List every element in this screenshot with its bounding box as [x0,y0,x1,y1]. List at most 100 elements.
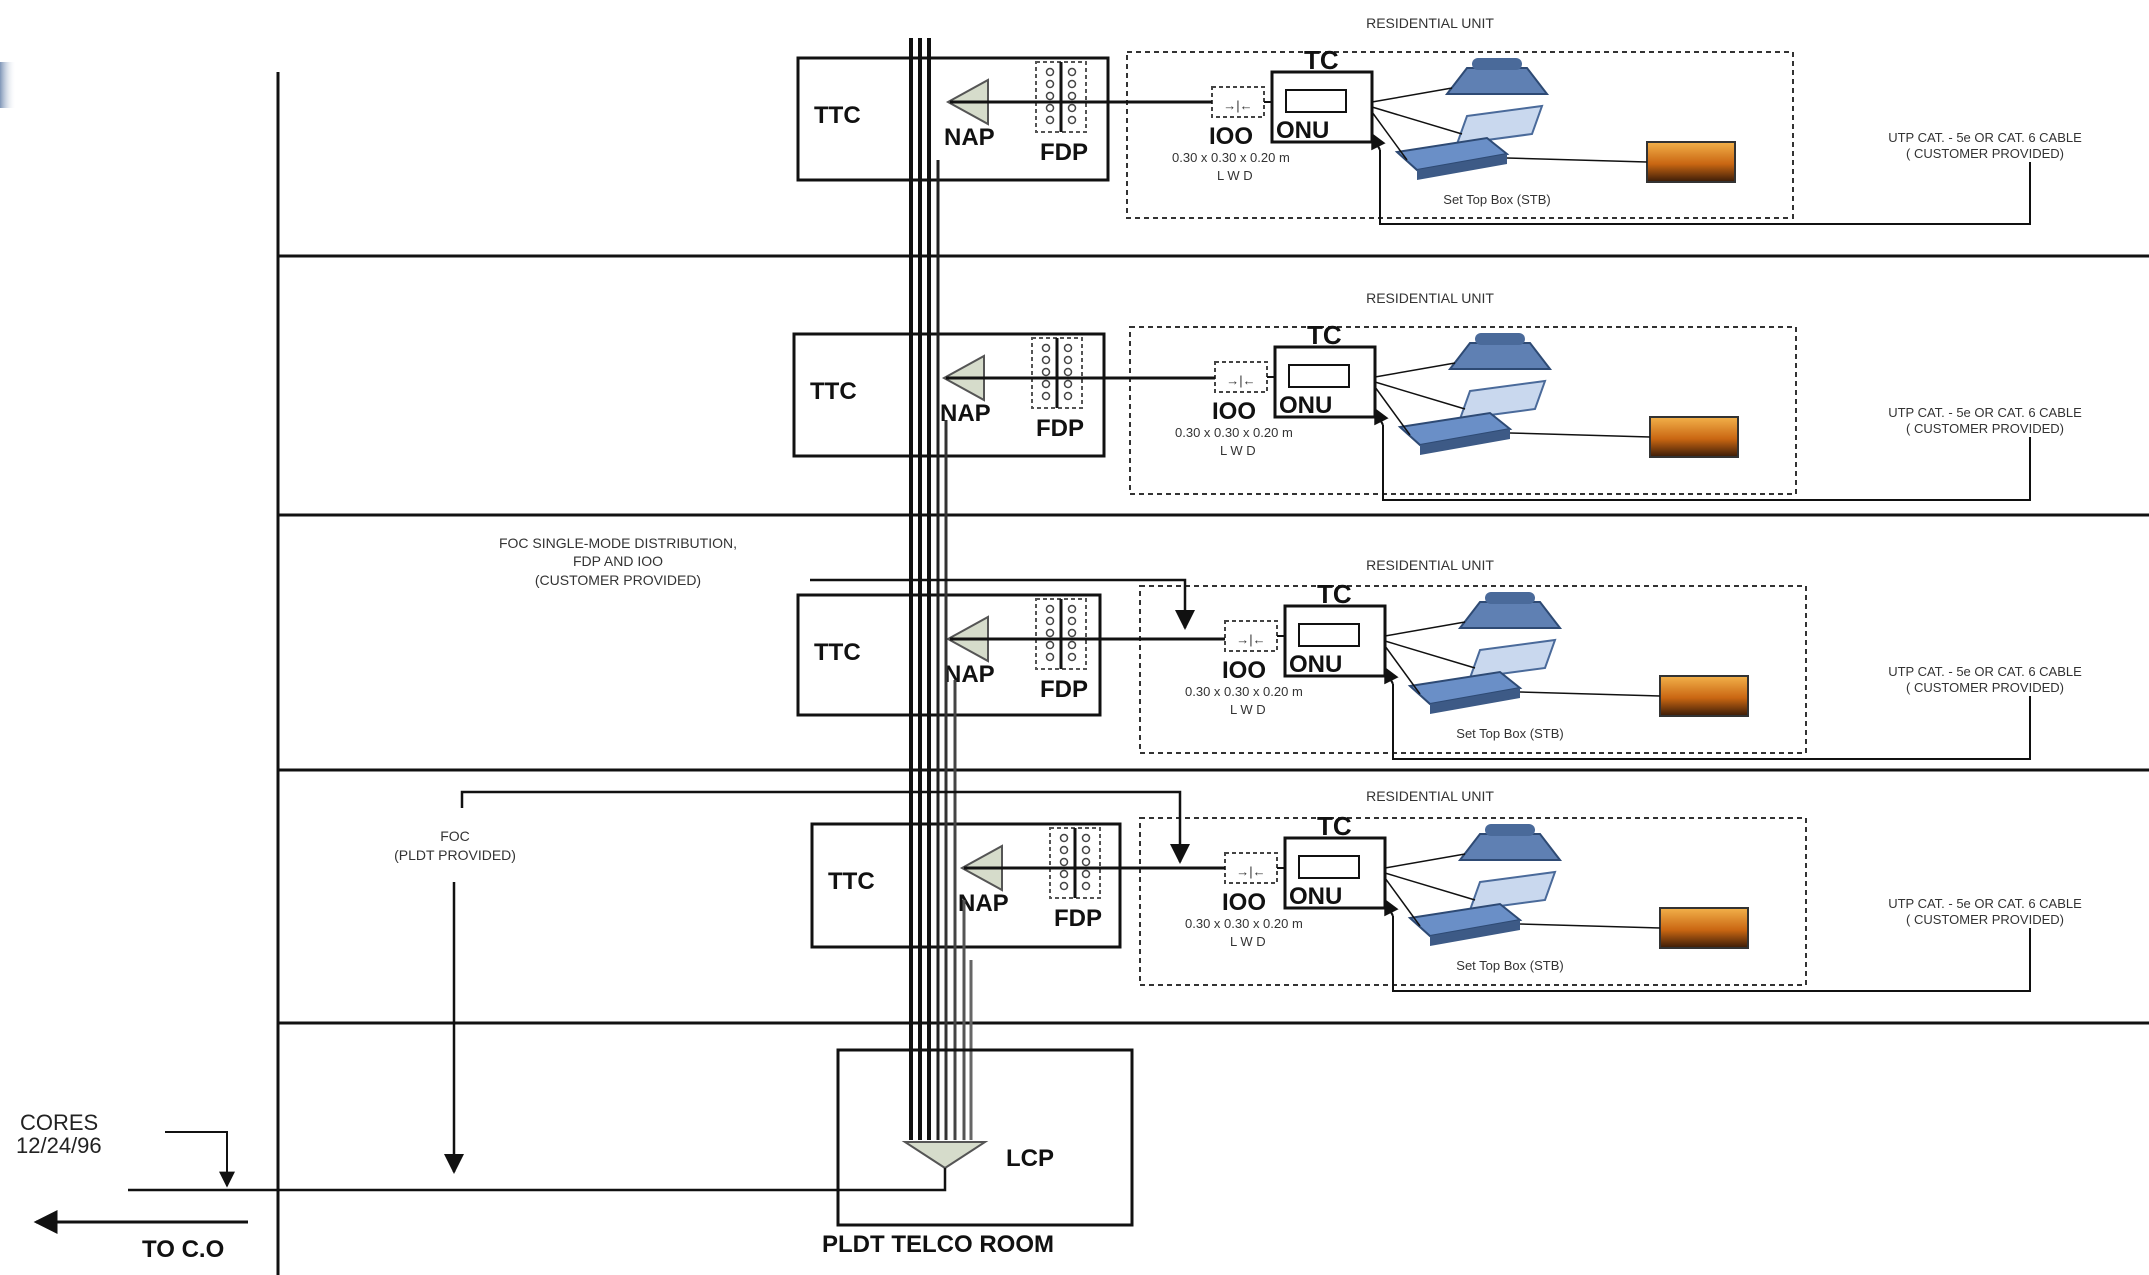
residential-unit-box [1126,51,1794,219]
lcp-splitter-icon [901,1141,989,1170]
ttc-box [810,822,1122,949]
utp-cable-note: ( CUSTOMER PROVIDED) [1906,912,2064,927]
central-office-feed: CORES 12/24/96 TO C.O [16,1110,248,1263]
onu-label: ONU [1289,883,1342,910]
utp-cable-label: UTP CAT. - 5e OR CAT. 6 CABLE [1888,664,2082,679]
utp-arrow [1371,132,1386,151]
ttc-box [796,593,1102,717]
television-icon [1659,907,1749,949]
nap-label: NAP [944,124,995,151]
ioo-symbol-icon: →|← [1236,864,1265,879]
tc-label: TC [1317,579,1352,609]
ioo-symbol-icon: →|← [1226,373,1255,388]
foc-pldt-feed [128,790,1190,1192]
dimensions-label: 0.30 x 0.30 x 0.20 m [1185,916,1303,931]
onu-device-icon [1288,364,1350,388]
telco-room-label: PLDT TELCO ROOM [822,1231,1054,1258]
utp-arrow [1384,666,1399,685]
dimensions-label: 0.30 x 0.30 x 0.20 m [1175,425,1293,440]
telephone-icon [1457,601,1563,629]
cores-label: CORES [20,1110,98,1135]
fdp-label: FDP [1036,415,1084,442]
television-icon [1646,141,1736,183]
telephone-handset [1485,592,1535,604]
utp-cable-note: ( CUSTOMER PROVIDED) [1906,680,2064,695]
dimensions-axes: L W D [1217,168,1253,183]
ttc-box [792,332,1106,458]
set-top-box-side [1420,429,1510,455]
foc-distribution-arrow [810,578,1195,630]
fdp-label: FDP [1040,139,1088,166]
onu-device-icon [1285,89,1347,113]
set-top-box-side [1430,920,1520,946]
tc-label: TC [1317,811,1352,841]
telephone-handset [1475,333,1525,345]
onu-label: ONU [1276,117,1329,144]
cores-count: 12/24/96 [16,1133,102,1158]
telephone-handset [1485,824,1535,836]
residential-unit-1: TTC NAP FDP RESIDENTIAL UNIT →|← IOO TC ONU 0.30… [796,15,2082,225]
onu-label: ONU [1279,392,1332,419]
ttc-label: TTC [814,102,861,129]
dimensions-label: 0.30 x 0.30 x 0.20 m [1172,150,1290,165]
residential-unit-title: RESIDENTIAL UNIT [1366,290,1494,306]
stb-label: Set Top Box (STB) [1456,726,1563,741]
ttc-label: TTC [814,639,861,666]
ioo-symbol-icon: →|← [1223,98,1252,113]
dimensions-axes: L W D [1220,443,1256,458]
residential-unit-box [1129,326,1797,495]
onu-device-icon [1298,855,1360,879]
television-icon [1659,675,1749,717]
nap-label: NAP [958,890,1009,917]
stb-label: Set Top Box (STB) [1456,958,1563,973]
set-top-box-side [1430,688,1520,714]
telephone-icon [1447,342,1553,370]
ttc-label: TTC [828,868,875,895]
tablet-icon [1458,379,1547,421]
utp-arrow [1384,898,1399,917]
fdp-label: FDP [1040,676,1088,703]
foc-distribution-line2: FDP AND IOO [573,553,663,569]
utp-arrow [1374,407,1389,426]
ioo-outlet [1224,620,1278,652]
stb-label: Set Top Box (STB) [1443,192,1550,207]
onu-device-icon [1298,623,1360,647]
residential-unit-box [1139,817,1807,986]
foc-pldt-line2: (PLDT PROVIDED) [394,847,516,863]
tc-label: TC [1307,320,1342,350]
ioo-label: IOO [1222,657,1266,684]
dimensions-label: 0.30 x 0.30 x 0.20 m [1185,684,1303,699]
telco-room: LCP PLDT TELCO ROOM [822,1048,1134,1258]
fdp-label: FDP [1054,905,1102,932]
residential-unit-title: RESIDENTIAL UNIT [1366,15,1494,31]
dimensions-axes: L W D [1230,702,1266,717]
residential-units: TTC NAP FDP RESIDENTIAL UNIT →|← IOO TC ONU 0.30… [792,15,2082,992]
foc-pldt-line1: FOC [440,828,470,844]
television-icon [1649,416,1739,458]
utp-cable-label: UTP CAT. - 5e OR CAT. 6 CABLE [1888,896,2082,911]
edge-artifact [0,62,16,108]
tc-label: TC [1304,45,1339,75]
tablet-icon [1455,104,1544,146]
telephone-icon [1444,67,1550,95]
nap-label: NAP [940,400,991,427]
building-floors [276,72,2149,1275]
tablet-icon [1468,638,1557,680]
foc-distribution-line1: FOC SINGLE-MODE DISTRIBUTION, [499,535,737,551]
telephone-handset [1472,58,1522,70]
to-co-label: TO C.O [142,1236,224,1263]
residential-unit-title: RESIDENTIAL UNIT [1366,788,1494,804]
utp-cable-label: UTP CAT. - 5e OR CAT. 6 CABLE [1888,405,2082,420]
ioo-label: IOO [1209,123,1253,150]
telephone-icon [1457,833,1563,861]
residential-unit-box [1139,585,1807,754]
tablet-icon [1468,870,1557,912]
lcp-label: LCP [1006,1145,1054,1172]
ttc-label: TTC [810,378,857,405]
ioo-label: IOO [1222,889,1266,916]
ioo-symbol-icon: →|← [1236,632,1265,647]
utp-cable-note: ( CUSTOMER PROVIDED) [1906,421,2064,436]
